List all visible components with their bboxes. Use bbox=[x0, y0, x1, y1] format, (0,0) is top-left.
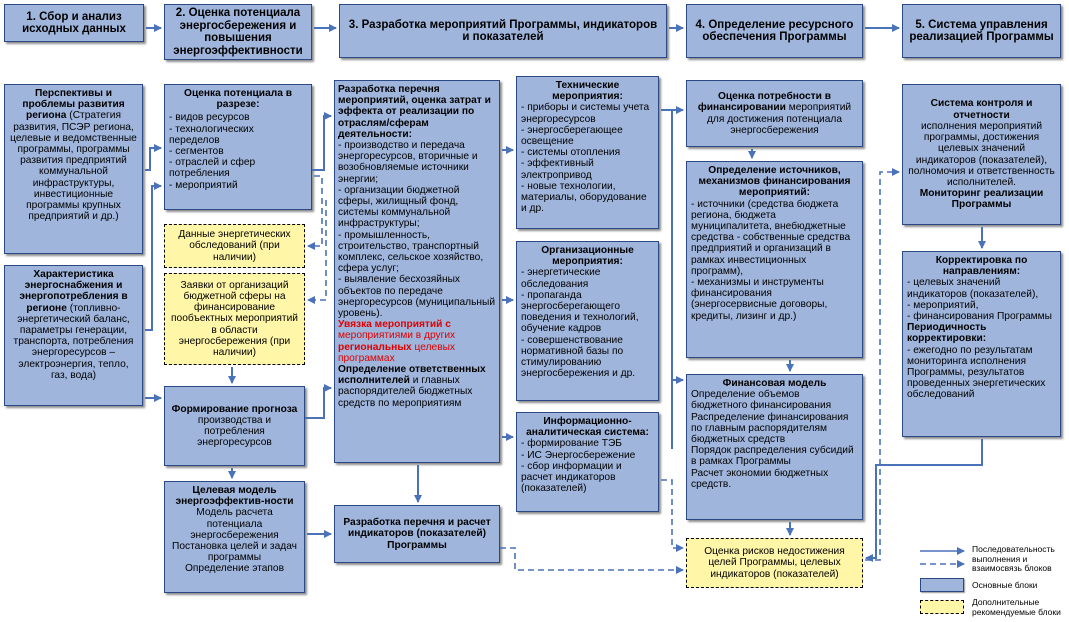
legend-sequence-text: Последовательность выполнения и взаимосв… bbox=[972, 544, 1055, 573]
arrow-forecast-main bbox=[305, 384, 332, 419]
correction-block: Корректировка по направлениям: - целевых… bbox=[902, 251, 1061, 437]
energy-audit-text: Данные энергетических обследований (при … bbox=[178, 229, 291, 263]
technical-title: Технические мероприятия: bbox=[552, 80, 623, 103]
technical-item: - эффективный электропривод bbox=[521, 158, 594, 181]
potential-block: Оценка потенциала в разрезе: - видов рес… bbox=[164, 84, 312, 210]
potential-item: - видов ресурсов bbox=[169, 112, 250, 124]
info-system-block: Информационно-аналитическая система: - ф… bbox=[516, 412, 659, 512]
info-system-item: - формирование ТЭБ bbox=[521, 438, 622, 450]
correction-item: - мероприятий, bbox=[907, 299, 979, 311]
sources-title: Определение источников, механизмов финан… bbox=[698, 165, 851, 199]
characteristic-block: Характеристика энергоснабжения и энергоп… bbox=[4, 265, 143, 406]
arrow-characteristic-potential bbox=[145, 182, 162, 331]
prospects-block: Перспективы и проблемы развития региона … bbox=[4, 84, 143, 254]
characteristic-title: Характеристика энергоснабжения и энергоп… bbox=[19, 269, 128, 314]
period-title: Периодичность корректировки: bbox=[907, 322, 987, 345]
control-title: Система контроля и отчетности bbox=[930, 98, 1033, 121]
financial-model-line: Распределение финансирования по главным … bbox=[691, 411, 849, 446]
indicators-block: Разработка перечня и расчет индикаторов … bbox=[334, 505, 500, 563]
stage-1: 1. Сбор и анализ исходных данных bbox=[4, 4, 144, 42]
dashed-3b-risk bbox=[661, 479, 684, 552]
characteristic-text: (топливно-энергетический баланс, парамет… bbox=[13, 302, 134, 381]
sources-item: - механизмы и инструменты финансирования… bbox=[691, 277, 828, 322]
organizational-block: Организационные мероприятия: - энергетич… bbox=[516, 241, 659, 401]
control-block: Система контроля и отчетности исполнения… bbox=[902, 84, 1061, 225]
target-model-title: Целевая модель энергоэффектив-ности bbox=[175, 485, 294, 508]
monitoring-title: Мониторинг реализации Программы bbox=[919, 188, 1044, 211]
arrow-prospects-potential bbox=[145, 144, 162, 171]
link-measures-text: Увязка мероприятий с мероприятиями в дру… bbox=[338, 319, 456, 364]
financial-model-title: Финансовая модель bbox=[722, 378, 827, 389]
technical-item: - системы отопления bbox=[521, 147, 621, 159]
measures-main-item: - организации бюджетной сферы, жилищный … bbox=[338, 184, 460, 230]
arrow-correction-risk bbox=[865, 439, 983, 562]
energy-audit-block: Данные энергетических обследований (при … bbox=[164, 224, 305, 268]
potential-item: - технологических переделов bbox=[169, 123, 254, 146]
organizational-item: - энергетические обследования bbox=[521, 267, 601, 290]
target-model-line: Постановка целей и задач программы bbox=[172, 541, 297, 564]
financial-model-block: Финансовая модель Определение объемов бю… bbox=[686, 374, 863, 520]
dashed-indicators-risk bbox=[500, 547, 684, 574]
target-model-line: Модель расчета потенциала энергосбережен… bbox=[190, 507, 279, 541]
measures-main-title: Разработка перечня мероприятий, оценка з… bbox=[338, 84, 491, 140]
target-model-block: Целевая модель энергоэффектив-ности Моде… bbox=[164, 481, 305, 593]
technical-item: - энергосберегающее освещение bbox=[521, 124, 623, 148]
sources-item: - источники (средства бюджета региона, б… bbox=[691, 198, 851, 277]
arrow-potential-main bbox=[312, 112, 332, 171]
applications-block: Заявки от организаций бюджетной сферы на… bbox=[164, 273, 305, 365]
legend-main-swatch bbox=[920, 578, 964, 592]
prospects-text: (Стратегия развития, ПСЭР региона, целев… bbox=[10, 110, 137, 223]
potential-item: - сегментов bbox=[169, 146, 224, 158]
stage-5: 5. Система управления реализацией Програ… bbox=[902, 4, 1061, 58]
technical-item: - новые технологии, материалы, оборудова… bbox=[521, 180, 647, 215]
financial-model-line: Определение объемов бюджетного финансиро… bbox=[691, 389, 832, 412]
organizational-item: - совершенствование нормативной базы по … bbox=[521, 334, 636, 380]
organizational-title: Организационные мероприятия: bbox=[541, 245, 634, 268]
forecast-text: производства и потребления энергоресурсо… bbox=[197, 414, 272, 449]
measures-main-item: - выявление бесхозяйных объектов по пере… bbox=[338, 274, 496, 320]
technical-block: Технические мероприятия: - приборы и сис… bbox=[516, 76, 659, 229]
risk-text: Оценка рисков недостижения целей Програм… bbox=[704, 546, 845, 580]
info-system-title: Информационно-аналитическая система: bbox=[526, 416, 649, 439]
stage-2: 2. Оценка потенциала энергосбережения и … bbox=[164, 4, 312, 60]
measures-main-item: - промышленность, строительство, транспо… bbox=[338, 229, 484, 275]
measures-main-item: - производство и передача энергоресурсов… bbox=[338, 140, 478, 185]
potential-title: Оценка потенциала в разрезе: bbox=[184, 88, 292, 111]
info-system-item: - ИС Энергосбережение bbox=[521, 449, 636, 461]
correction-title: Корректировка по направлениям: bbox=[935, 255, 1028, 278]
sources-block: Определение источников, механизмов финан… bbox=[686, 161, 863, 358]
info-system-item: - сбор информации и расчет индикаторов (… bbox=[521, 460, 622, 495]
stage-3: 3. Разработка мероприятий Программы, инд… bbox=[339, 4, 667, 58]
financing-need-title: Оценка потребности в финансировании bbox=[697, 91, 831, 114]
technical-item: - приборы и системы учета энергоресурсов bbox=[521, 102, 650, 125]
dashed-potential-applications bbox=[307, 200, 327, 304]
measures-main-block: Разработка перечня мероприятий, оценка з… bbox=[334, 80, 500, 463]
period-item: - ежегодно по результатам мониторинга ис… bbox=[907, 344, 1046, 401]
correction-item: - целевых значений индикаторов (показате… bbox=[907, 277, 1039, 300]
forecast-block: Формирование прогноза производства и пот… bbox=[164, 386, 305, 466]
target-model-line: Определение этапов bbox=[184, 563, 285, 575]
dashed-risk-control bbox=[865, 168, 900, 561]
legend-main-text: Основные блоки bbox=[972, 580, 1038, 590]
financial-model-line: Порядок распределения субсидий в рамках … bbox=[691, 445, 854, 468]
forecast-title: Формирование прогноза bbox=[171, 403, 298, 415]
potential-item: - мероприятий bbox=[169, 179, 238, 191]
financing-need-block: Оценка потребности в финансировании меро… bbox=[686, 80, 863, 147]
stage-4: 4. Определение ресурсного обеспечения Пр… bbox=[686, 4, 863, 58]
correction-item: - финансирования Программы bbox=[907, 311, 1052, 323]
applications-text: Заявки от организаций бюджетной сферы на… bbox=[171, 279, 298, 358]
legend-extra-swatch bbox=[920, 600, 964, 614]
legend-extra-text: Дополнительные рекомендуемые блоки bbox=[972, 597, 1061, 617]
organizational-item: - пропаганда энергосберегающего поведени… bbox=[521, 289, 639, 335]
prospects-title: Перспективы и проблемы развития региона bbox=[22, 88, 125, 122]
responsible-text: Определение ответственных исполнителей и… bbox=[338, 364, 486, 409]
financial-model-line: Расчет экономии бюджетных средств. bbox=[691, 467, 829, 490]
indicators-text: Разработка перечня и расчет индикаторов … bbox=[343, 517, 491, 551]
potential-item: - отраслей и сфер потребления bbox=[169, 157, 256, 180]
control-text: исполнения мероприятий программы, достиж… bbox=[908, 120, 1055, 188]
financing-need-text: мероприятий для достижения потенциала эн… bbox=[706, 102, 852, 136]
risk-block: Оценка рисков недостижения целей Програм… bbox=[686, 538, 863, 588]
